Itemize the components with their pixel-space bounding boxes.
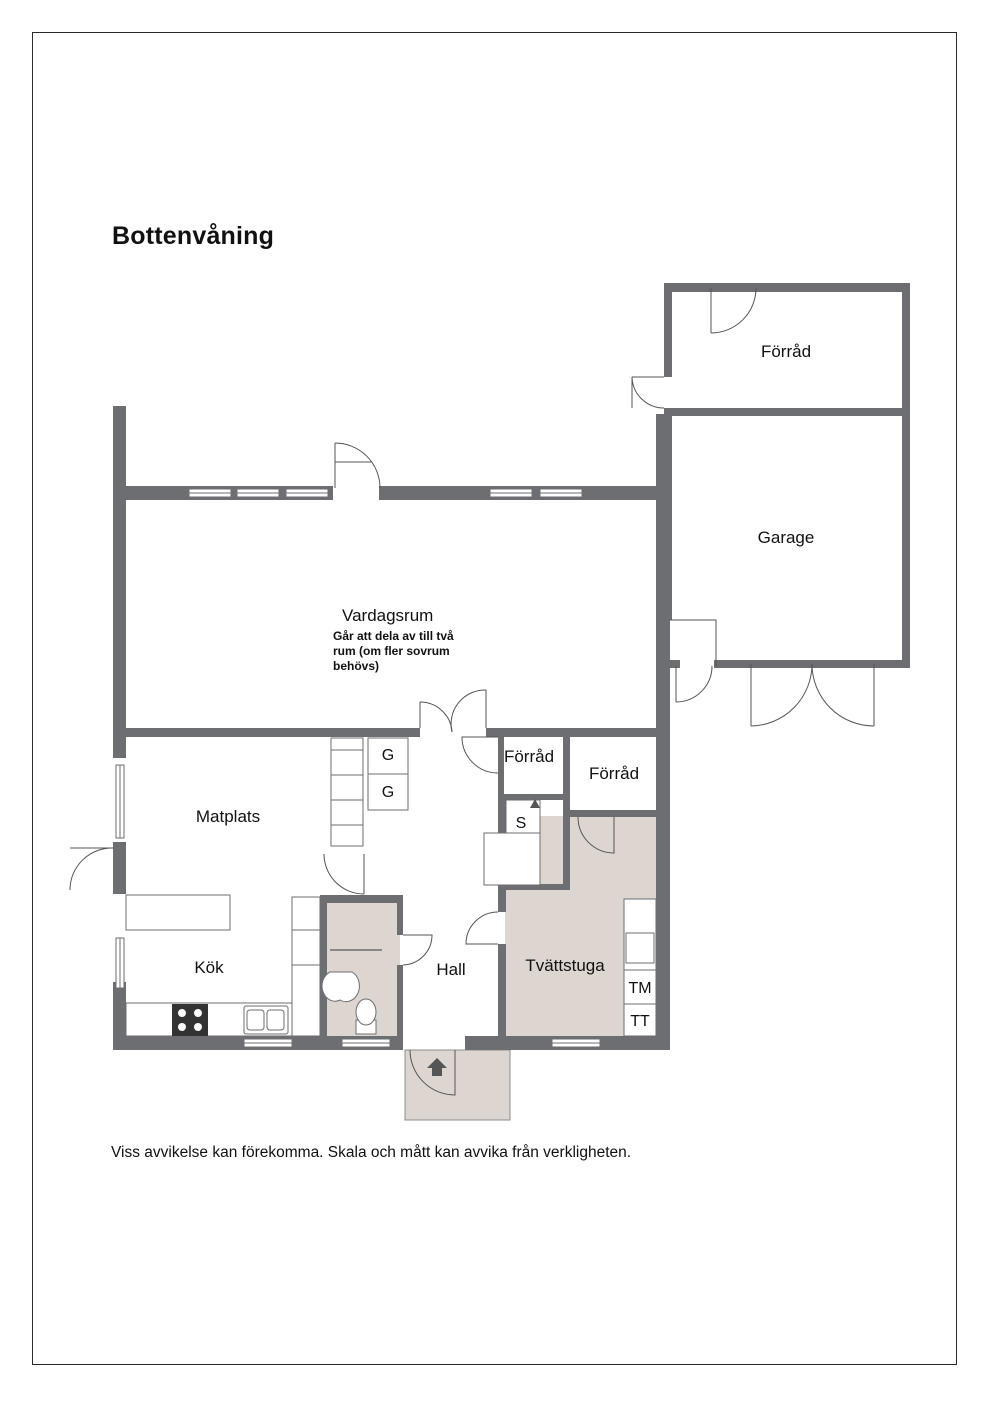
matplats-label: Matplats [196,807,260,826]
kok-label: Kök [194,958,224,977]
forrad-hall-label: Förråd [504,747,554,766]
forrad-right-label: Förråd [589,764,639,783]
vardagsrum-note-3: behövs) [333,659,379,673]
garage-label: Garage [758,528,815,547]
stove [172,1004,208,1036]
entry-arrow [427,1058,447,1076]
g-label-1: G [382,747,394,764]
page-title: Bottenvåning [112,222,275,250]
vardagsrum-label: Vardagsrum [342,606,433,625]
tt-label: TT [630,1013,650,1030]
disclaimer-text: Viss avvikelse kan förekomma. Skala och … [111,1144,632,1161]
fixtures [125,737,657,1037]
walls [113,283,910,1050]
windows [115,488,601,1048]
stair-arrow [530,799,540,808]
vardagsrum-note-1: Går att dela av till två [333,629,454,643]
g-label-2: G [382,784,394,801]
page-frame [32,32,957,1365]
doors [69,287,875,1096]
forrad-top-label: Förråd [761,342,811,361]
hall-label: Hall [436,960,465,979]
entry-landing [404,1049,511,1121]
tm-label: TM [628,980,651,997]
tvattstuga-label: Tvättstuga [525,956,605,975]
vardagsrum-note-2: rum (om fler sovrum [333,644,450,658]
s-label: S [516,815,527,832]
